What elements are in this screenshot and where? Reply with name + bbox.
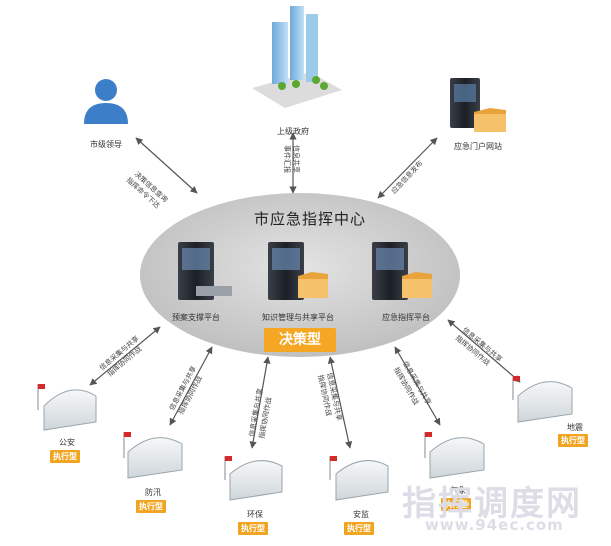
gov-arrow-text-2: 事件汇报 [283, 145, 291, 173]
gov-label: 上级政府 [277, 127, 309, 136]
dept-tag-safety: 执行型 [344, 522, 374, 535]
facility-icon [224, 456, 283, 501]
dept-label-quake: 地震 [567, 423, 583, 432]
watermark-url: www.94ec.com [425, 516, 564, 534]
facility-icon [37, 384, 97, 431]
platform-label-2: 知识管理与共享平台 [262, 313, 334, 322]
dept-tag-env: 执行型 [238, 522, 268, 535]
arrow-leader [135, 137, 198, 194]
portal-label: 应急门户网站 [454, 142, 502, 151]
dept-label-police: 公安 [59, 438, 75, 447]
arrow-weather [394, 346, 441, 426]
arrow-env [249, 356, 271, 449]
dept-tag-flood: 执行型 [136, 500, 166, 513]
decision-type-badge: 决策型 [264, 328, 336, 352]
dept-label-weather: 气象 [450, 486, 466, 495]
arrow-portal [377, 137, 438, 199]
leader-label: 市级领导 [90, 140, 122, 149]
server-icon [178, 242, 232, 300]
facility-icon [123, 432, 183, 479]
facility-icon [512, 376, 573, 423]
platform-label-3: 应急指挥平台 [382, 313, 430, 322]
arrow-police [89, 326, 161, 386]
gov-arrow-text-1: 信息共享 [292, 145, 300, 173]
web-server-icon [450, 78, 506, 132]
facility-icon [424, 432, 485, 479]
person-icon [84, 79, 128, 124]
server-icon [268, 242, 328, 300]
dept-tag-quake: 执行型 [558, 434, 588, 447]
building-icon [252, 6, 342, 108]
arrow-flood [169, 346, 213, 426]
dept-label-safety: 安监 [353, 510, 369, 519]
dept-tag-weather: 执行型 [441, 498, 471, 511]
arrow-quake [447, 319, 521, 383]
dept-label-env: 环保 [247, 510, 263, 519]
watermark-text: 指挥调度网 [402, 484, 582, 524]
arrow-safety [327, 356, 353, 449]
dept-label-flood: 防汛 [145, 488, 161, 497]
command-center-title: 市应急指挥中心 [253, 210, 366, 228]
server-icon [372, 242, 432, 300]
platform-label-1: 预案支撑平台 [172, 313, 220, 322]
facility-icon [329, 456, 389, 501]
dept-tag-police: 执行型 [50, 450, 80, 463]
